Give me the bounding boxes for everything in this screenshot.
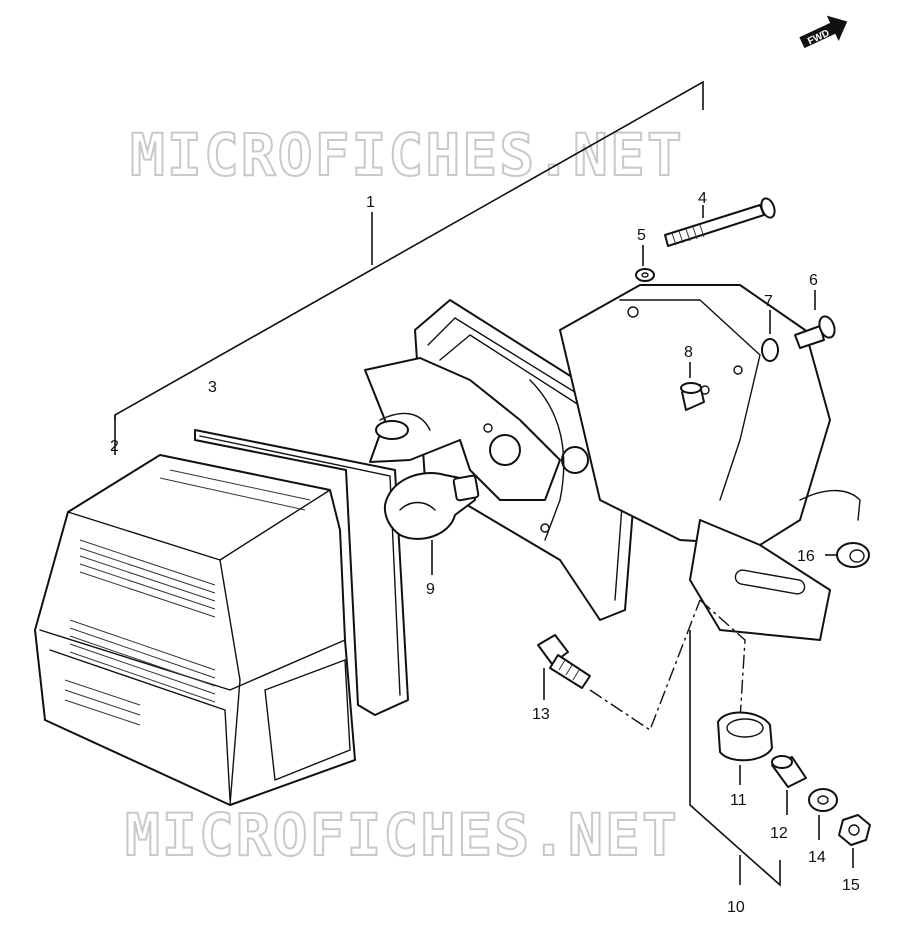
- callout-2: 2: [110, 438, 119, 455]
- callout-13: 13: [532, 706, 550, 723]
- socket-plate-part: [364, 357, 589, 541]
- bolt-6-part: [794, 290, 836, 349]
- grommet-11-part: [717, 711, 773, 785]
- callout-1: 1: [366, 194, 375, 211]
- chain-line-13: [589, 599, 701, 732]
- bolt-13-part: [537, 634, 591, 700]
- watermark-bottom: MICROFICHES.NET: [125, 801, 679, 869]
- fwd-label: FWD: [806, 28, 831, 48]
- callout-12: 12: [770, 825, 788, 842]
- callout-8: 8: [684, 344, 693, 361]
- callout-6: 6: [809, 272, 818, 289]
- callout-10: 10: [727, 899, 745, 916]
- assembly-bracket-1: [114, 80, 704, 455]
- nut-15-part: [838, 814, 871, 868]
- lens-part: [34, 454, 356, 806]
- callout-7: 7: [764, 293, 773, 310]
- callout-5: 5: [637, 227, 646, 244]
- washer-14-part: [808, 788, 838, 840]
- callout-11: 11: [730, 792, 747, 809]
- washer-5-part: [635, 245, 655, 282]
- fwd-arrow-icon: FWD: [799, 15, 848, 49]
- callout-15: 15: [842, 877, 860, 894]
- assembly-bracket-10: [689, 630, 781, 887]
- grommet-16-part: [825, 542, 870, 568]
- callout-3: 3: [208, 379, 217, 396]
- washer-7-part: [761, 310, 779, 362]
- callout-16: 16: [797, 548, 815, 565]
- chain-line-10: [699, 599, 746, 721]
- long-bolt-part: [664, 197, 776, 247]
- collar-12-part: [771, 755, 807, 815]
- callout-4: 4: [698, 190, 707, 207]
- callout-9: 9: [426, 581, 435, 598]
- bulb-part: [383, 472, 480, 575]
- spacer-8-part: [680, 362, 705, 411]
- watermark-top: MICROFICHES.NET: [130, 121, 684, 189]
- callout-14: 14: [808, 849, 826, 866]
